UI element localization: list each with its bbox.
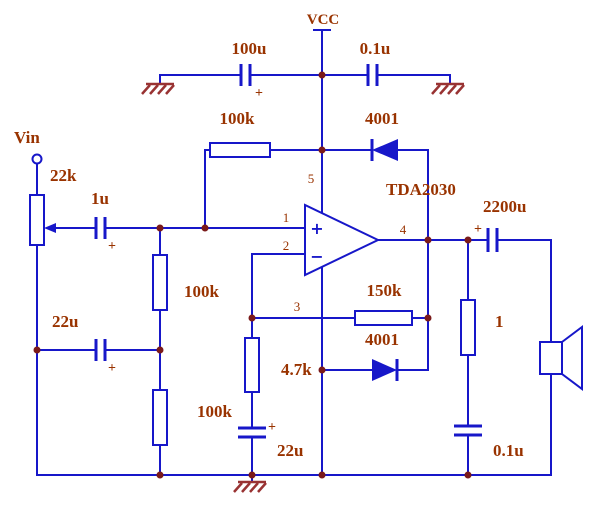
resistor-bias-bot-label: 100k bbox=[197, 402, 233, 421]
capacitor-0.1u-zobel-label: 0.1u bbox=[493, 441, 524, 460]
pin4-label: 4 bbox=[400, 222, 407, 237]
resistor-feedback-150k bbox=[354, 310, 413, 326]
speaker-feed-wire bbox=[496, 239, 552, 343]
speaker bbox=[539, 325, 583, 391]
capacitor-22u-bypass bbox=[94, 339, 107, 361]
capacitor-0.1u-top-label: 0.1u bbox=[360, 39, 391, 58]
capacitor-22u-bypass-polarity-plus: + bbox=[108, 361, 116, 376]
bottom-rail-wire bbox=[36, 244, 552, 476]
capacitor-0.1u-zobel bbox=[454, 424, 482, 437]
diode-bottom-4001 bbox=[372, 359, 399, 381]
opamp-plus-input-symbol: + bbox=[310, 219, 323, 238]
capacitor-22u-gain-polarity-plus: + bbox=[268, 420, 276, 435]
capacitor-100u bbox=[239, 64, 252, 86]
pin3-label: 3 bbox=[294, 299, 301, 314]
resistor-zobel-1ohm bbox=[460, 299, 476, 356]
pin1-label: 1 bbox=[283, 210, 290, 225]
diode-bottom-triangle-icon bbox=[372, 359, 397, 381]
ground-symbol-top-left bbox=[141, 82, 175, 95]
capacitor-22u-bypass-label: 22u bbox=[52, 312, 78, 331]
potentiometer-wiper-arrow-icon bbox=[44, 223, 56, 233]
resistor-bias-top-100k bbox=[209, 142, 271, 158]
diode-bottom-label: 4001 bbox=[365, 330, 399, 349]
capacitor-1u-label: 1u bbox=[91, 189, 109, 208]
capacitor-1u-input bbox=[94, 217, 107, 239]
junction-dots bbox=[33, 71, 472, 479]
pin5-label: 5 bbox=[308, 171, 315, 186]
resistor-bias-top-label: 100k bbox=[220, 109, 256, 128]
capacitor-2200u-output bbox=[486, 228, 499, 252]
opamp-minus-input-symbol: − bbox=[310, 247, 323, 266]
diode-top-label: 4001 bbox=[365, 109, 399, 128]
output-right-column-wire bbox=[396, 149, 429, 371]
diode-top-4001 bbox=[370, 139, 398, 161]
potentiometer-22k bbox=[29, 194, 56, 246]
vcc-label: VCC bbox=[307, 12, 340, 28]
speaker-horn-icon bbox=[561, 325, 583, 391]
potentiometer-label: 22k bbox=[50, 166, 77, 185]
ic-name-label: TDA2030 bbox=[386, 180, 456, 199]
diode-top-triangle-icon bbox=[372, 139, 398, 161]
speaker-body bbox=[539, 341, 563, 375]
ground-symbol-top-right bbox=[431, 82, 465, 95]
resistor-feedback-label: 150k bbox=[367, 281, 403, 300]
resistor-bias-mid-100k bbox=[152, 254, 168, 311]
capacitor-2200u-label: 2200u bbox=[483, 197, 526, 216]
resistor-bias-mid-label: 100k bbox=[184, 282, 220, 301]
resistor-zobel-label: 1 bbox=[495, 312, 504, 331]
resistor-gain-4.7k bbox=[244, 337, 260, 393]
wires bbox=[36, 29, 552, 482]
bias-resistor-left-wire bbox=[204, 149, 211, 229]
capacitor-100u-polarity-plus: + bbox=[255, 86, 263, 101]
capacitor-22u-gain bbox=[238, 426, 266, 439]
capacitor-100u-label: 100u bbox=[232, 39, 267, 58]
potentiometer-body bbox=[29, 194, 45, 246]
resistor-bias-bot-100k bbox=[152, 389, 168, 446]
vin-label: Vin bbox=[14, 128, 40, 147]
capacitor-2200u-polarity-plus: + bbox=[474, 222, 482, 237]
vin-terminal bbox=[31, 153, 43, 165]
opamp-triangle bbox=[304, 203, 381, 277]
pin2-wire bbox=[251, 253, 306, 319]
resistor-gain-label: 4.7k bbox=[281, 360, 312, 379]
capacitor-0.1u-top bbox=[366, 64, 379, 86]
pin2-label: 2 bbox=[283, 238, 290, 253]
capacitor-1u-polarity-plus: + bbox=[108, 239, 116, 254]
ground-symbol-bottom bbox=[233, 480, 267, 493]
capacitor-22u-gain-label: 22u bbox=[277, 441, 303, 460]
opamp-tda2030: + − bbox=[304, 203, 381, 277]
